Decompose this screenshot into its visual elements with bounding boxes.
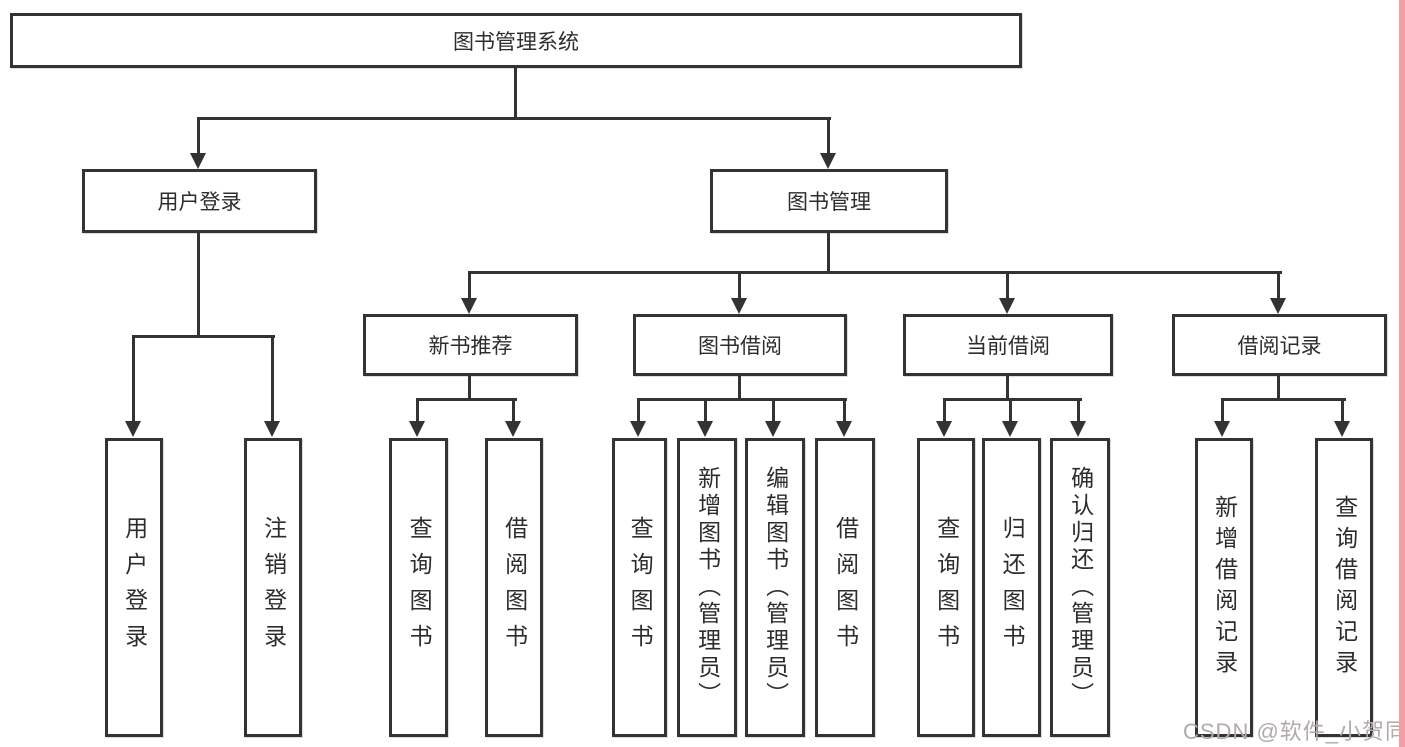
connector-line (197, 117, 200, 154)
csdn-watermark: CSDN @软件_小贺同学 (1183, 719, 1405, 744)
leaf-label: 新增借阅记录 (1211, 494, 1238, 681)
leaf-label: 确认归还（管理员） (1067, 466, 1094, 709)
leaf-label: 用户登录 (121, 515, 148, 660)
connector-line (738, 376, 741, 401)
leaf-label: 查询图书 (933, 515, 960, 660)
connector-line (416, 398, 517, 401)
connector-line (827, 233, 830, 274)
arrow-down-icon (1270, 298, 1286, 314)
leaf-query-books-2: 查询图书 (612, 438, 667, 737)
connector-line (738, 271, 741, 300)
leaf-edit-book-admin: 编辑图书（管理员） (745, 438, 805, 737)
arrow-down-icon (630, 421, 646, 437)
node-label: 当前借阅 (966, 335, 1050, 358)
arrow-down-icon (125, 421, 141, 437)
arrow-down-icon (190, 153, 206, 169)
arrow-down-icon (697, 421, 713, 437)
arrow-down-icon (936, 421, 952, 437)
connector-line (271, 335, 274, 422)
node-borrowing-records: 借阅记录 (1172, 314, 1387, 376)
arrow-down-icon (999, 298, 1015, 314)
connector-line (1077, 398, 1080, 423)
connector-line (943, 398, 1082, 401)
arrow-down-icon (836, 421, 852, 437)
leaf-label: 查询借阅记录 (1331, 494, 1358, 681)
connector-line (514, 68, 517, 120)
connector-line (197, 233, 200, 338)
connector-line (468, 271, 471, 300)
leaf-label: 查询图书 (627, 515, 654, 660)
node-book-borrowing: 图书借阅 (633, 314, 847, 376)
node-root-library-system: 图书管理系统 (10, 13, 1022, 68)
node-label: 图书借阅 (698, 335, 782, 358)
arrow-down-icon (1070, 421, 1086, 437)
leaf-label: 借阅图书 (501, 515, 528, 660)
leaf-user-login: 用户登录 (105, 438, 163, 737)
connector-line (1006, 271, 1009, 300)
leaf-label: 编辑图书（管理员） (762, 466, 789, 709)
node-current-borrowing: 当前借阅 (903, 314, 1113, 376)
connector-line (468, 376, 471, 401)
node-new-book-recommend: 新书推荐 (363, 314, 578, 376)
arrow-down-icon (264, 421, 280, 437)
connector-line (132, 335, 135, 422)
leaf-add-borrow-record: 新增借阅记录 (1195, 438, 1253, 737)
leaf-borrow-books-1: 借阅图书 (485, 438, 543, 737)
leaf-label: 注销登录 (260, 515, 287, 660)
node-label: 用户登录 (157, 191, 242, 214)
arrow-down-icon (731, 298, 747, 314)
connector-line (132, 335, 275, 338)
arrow-down-icon (765, 421, 781, 437)
connector-line (1341, 398, 1344, 423)
arrow-down-icon (1002, 421, 1018, 437)
leaf-label: 借阅图书 (832, 515, 859, 660)
connector-line (637, 398, 847, 401)
connector-line (704, 398, 707, 423)
leaf-label: 归还图书 (999, 515, 1026, 660)
connector-line (772, 398, 775, 423)
connector-line (1221, 398, 1224, 423)
connector-line (1277, 376, 1280, 401)
leaf-query-books-1: 查询图书 (389, 438, 448, 737)
node-user-login: 用户登录 (82, 169, 317, 233)
connector-line (637, 398, 640, 423)
arrow-down-icon (820, 153, 836, 169)
connector-line (1277, 271, 1280, 300)
leaf-borrow-books-2: 借阅图书 (815, 438, 875, 737)
leaf-confirm-return-admin: 确认归还（管理员） (1050, 438, 1110, 737)
connector-line (827, 117, 830, 154)
connector-line (512, 398, 515, 423)
node-label: 新书推荐 (428, 335, 513, 358)
connector-line (1221, 398, 1346, 401)
connector-line (468, 271, 1282, 274)
leaf-add-book-admin: 新增图书（管理员） (677, 438, 737, 737)
node-book-management: 图书管理 (710, 169, 948, 233)
connector-line (943, 398, 946, 423)
node-label: 图书管理 (787, 191, 871, 214)
leaf-label: 新增图书（管理员） (694, 466, 721, 709)
node-label: 借阅记录 (1237, 335, 1322, 358)
leaf-label: 查询图书 (406, 515, 433, 660)
leaf-logout: 注销登录 (244, 438, 302, 737)
arrow-down-icon (505, 421, 521, 437)
leaf-query-borrow-record: 查询借阅记录 (1315, 438, 1373, 737)
leaf-return-books: 归还图书 (982, 438, 1041, 737)
connector-line (197, 117, 831, 120)
node-label: 图书管理系统 (453, 30, 579, 54)
arrow-down-icon (461, 298, 477, 314)
arrow-down-icon (1334, 421, 1350, 437)
connector-line (1009, 398, 1012, 423)
arrow-down-icon (409, 421, 425, 437)
connector-line (416, 398, 419, 423)
right-edge-strip (1399, 0, 1405, 747)
leaf-query-books-3: 查询图书 (917, 438, 975, 737)
connector-line (1006, 376, 1009, 401)
arrow-down-icon (1214, 421, 1230, 437)
connector-line (843, 398, 846, 423)
